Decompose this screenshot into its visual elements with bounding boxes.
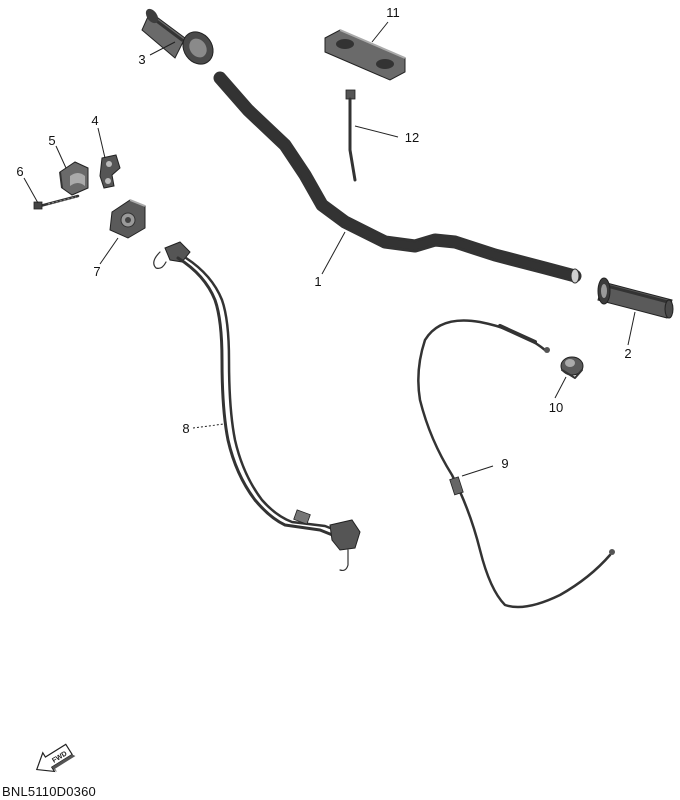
callout-7: 7 bbox=[93, 264, 100, 279]
cable-tie-part[interactable] bbox=[345, 89, 357, 182]
grip-left-part[interactable] bbox=[141, 7, 219, 70]
callout-3: 3 bbox=[138, 52, 145, 67]
switch-housing-part[interactable] bbox=[109, 199, 146, 239]
cap-end-part[interactable] bbox=[560, 356, 584, 379]
diagram-code: BNL5110D0360 bbox=[2, 784, 96, 799]
callout-4: 4 bbox=[91, 113, 98, 128]
upper-handle-holder-part[interactable] bbox=[324, 29, 406, 81]
callout-6: 6 bbox=[16, 164, 23, 179]
callout-12: 12 bbox=[405, 130, 419, 145]
lever-holder-part[interactable] bbox=[99, 154, 121, 189]
callout-9: 9 bbox=[501, 456, 508, 471]
clutch-cable-part[interactable] bbox=[153, 241, 361, 572]
callout-5: 5 bbox=[48, 133, 55, 148]
bolt-part[interactable] bbox=[33, 194, 80, 210]
callout-labels: 1 2 3 4 5 6 7 8 9 10 11 12 bbox=[16, 5, 631, 471]
callout-2: 2 bbox=[624, 346, 631, 361]
handlebar-part[interactable] bbox=[213, 71, 582, 284]
callout-8: 8 bbox=[182, 421, 189, 436]
callout-11: 11 bbox=[386, 5, 400, 20]
throttle-cable-part[interactable] bbox=[417, 319, 615, 609]
fwd-arrow-icon: FWD bbox=[35, 743, 76, 773]
callout-1: 1 bbox=[314, 274, 321, 289]
grip-right-part[interactable] bbox=[597, 277, 674, 319]
leader-lines bbox=[23, 21, 636, 477]
callout-10: 10 bbox=[549, 400, 563, 415]
clamp-cap-part[interactable] bbox=[59, 161, 89, 196]
